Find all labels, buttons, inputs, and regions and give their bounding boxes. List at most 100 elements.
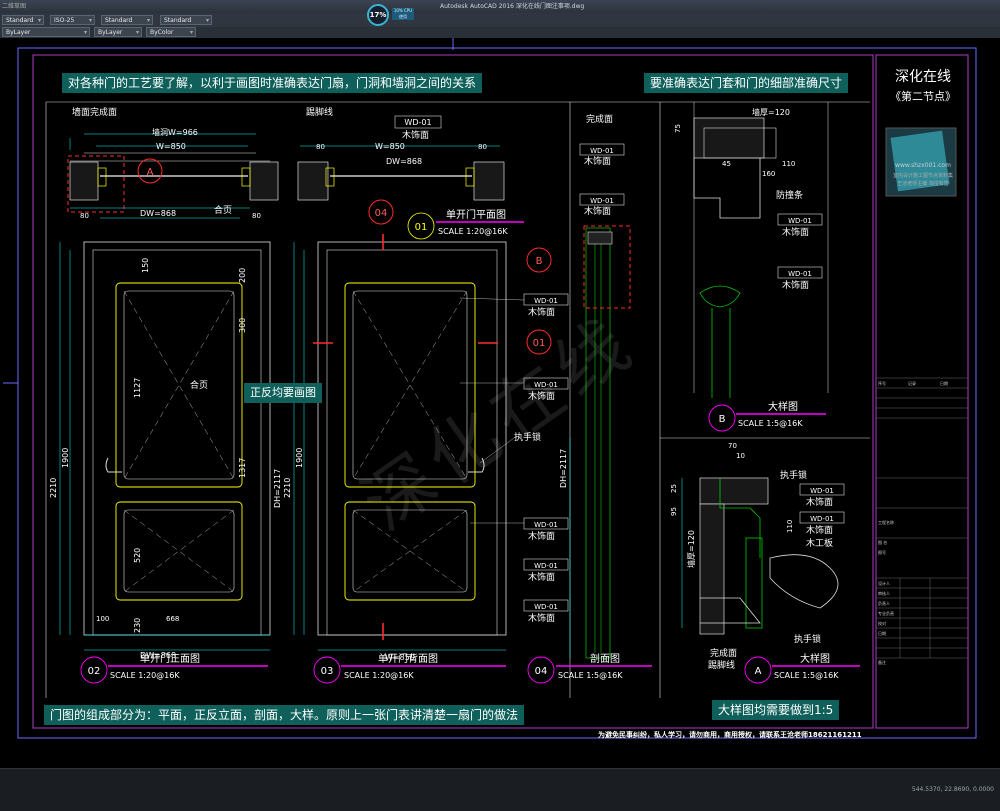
- svg-text:A: A: [147, 167, 154, 178]
- detailB-title: 大样图: [768, 400, 798, 413]
- label-handle-detail: 执手锁: [780, 469, 807, 481]
- svg-text:25: 25: [670, 484, 678, 493]
- plan-number: 01: [415, 222, 428, 233]
- svg-text:记录: 记录: [908, 380, 916, 386]
- plan-title: 单开门平面图: [446, 208, 506, 221]
- svg-text:WD-01: WD-01: [810, 515, 834, 523]
- svg-text:WD-01: WD-01: [534, 603, 558, 611]
- svg-text:160: 160: [762, 170, 775, 178]
- section-title: 剖面图: [590, 652, 620, 665]
- title-block: 序号 记录 日期 工程名称 图 名 图号 设计人 审核人 负责人 专业负责 校对…: [876, 127, 968, 665]
- linetype-select[interactable]: ByLayer: [94, 27, 142, 38]
- annotation-bottom-right: 大样图均需要做到1:5: [712, 700, 840, 720]
- label-wood-board: 木工板: [806, 537, 833, 549]
- svg-text:木饰面: 木饰面: [528, 612, 555, 624]
- detail-b: [693, 102, 829, 398]
- annotation-both-sides: 正反均要画图: [244, 383, 322, 403]
- svg-text:图号: 图号: [878, 549, 886, 555]
- properties-toolbar: ByLayer ByLayer ByColor: [0, 27, 1000, 38]
- svg-text:2210: 2210: [49, 478, 58, 498]
- cpu-gauge: 17%: [367, 4, 389, 26]
- detailB-number: B: [719, 414, 726, 425]
- label-w850: W=850: [156, 142, 186, 151]
- svg-text:1900: 1900: [61, 448, 70, 468]
- dim-style-select[interactable]: ISO-25: [50, 15, 95, 26]
- annotation-top-left: 对各种门的工艺要了解，以利于画图时准确表达门扇，门洞和墙洞之间的关系: [62, 73, 483, 93]
- label-finish-face: 完成面: [586, 113, 613, 125]
- annotation-bottom-left: 门图的组成部分为：平面，正反立面，剖面，大样。原则上一张门表讲清楚一扇门的做法: [44, 705, 525, 725]
- cpu-info: 10% CPU使用: [392, 8, 414, 20]
- workspace-label[interactable]: 二维草图: [2, 3, 27, 10]
- svg-text:1127: 1127: [133, 378, 142, 398]
- svg-text:1317: 1317: [238, 458, 247, 478]
- sheet-frame-inner: [32, 54, 874, 729]
- copyright-notice: 为避免民事纠纷，私人学习，请勿商用，商用授权，请联系王沧老师1862116121…: [598, 731, 862, 739]
- svg-text:WD-01: WD-01: [404, 118, 431, 127]
- cad-drawing: A 墙面完成面 踢脚线 墙洞W=966 W=850 W=850 DW=868 D…: [3, 38, 977, 739]
- back-scale: SCALE 1:20@16K: [344, 671, 414, 680]
- svg-text:80: 80: [478, 143, 487, 151]
- svg-text:木饰面: 木饰面: [528, 306, 555, 318]
- svg-text:木饰面: 木饰面: [782, 279, 809, 291]
- brand-subtitle: 《第二节点》: [890, 90, 956, 103]
- svg-text:WD-01: WD-01: [534, 521, 558, 529]
- brand-name: 深化在线: [895, 69, 951, 85]
- label-wall-thk-a: 墙厚=120: [686, 530, 696, 568]
- label-dw868-front: DW=868: [140, 651, 176, 660]
- label-dw868-plan2: DW=868: [386, 157, 422, 166]
- svg-text:WD-01: WD-01: [590, 197, 614, 205]
- svg-text:WD-01: WD-01: [534, 297, 558, 305]
- svg-text:75: 75: [674, 124, 682, 133]
- svg-text:45: 45: [722, 160, 731, 168]
- brand-line2: 王沧老师主编 淘宝有售: [897, 181, 949, 187]
- lineweight-select[interactable]: ByColor: [146, 27, 196, 38]
- svg-text:668: 668: [166, 615, 179, 623]
- plan-view: A: [67, 133, 505, 219]
- window-title: Autodesk AutoCAD 2016 深化在线门图注事项.dwg: [440, 3, 585, 10]
- drawing-canvas[interactable]: A 墙面完成面 踢脚线 墙洞W=966 W=850 W=850 DW=868 D…: [0, 38, 1000, 768]
- detail-a: [681, 477, 839, 635]
- svg-text:230: 230: [133, 618, 142, 633]
- label-handle-detail2: 执手锁: [794, 633, 821, 645]
- svg-text:备注: 备注: [878, 659, 886, 665]
- svg-text:日期: 日期: [878, 630, 886, 636]
- section-number: 04: [535, 666, 548, 677]
- back-number: 03: [321, 666, 334, 677]
- label-finish-face-a: 完成面: [710, 647, 737, 659]
- label-wall-opening: 墙洞W=966: [152, 127, 198, 137]
- annotation-top-right: 要准确表达门套和门的细部准确尺寸: [644, 73, 849, 93]
- svg-text:DH=2117: DH=2117: [273, 469, 282, 508]
- detailA-number: A: [755, 666, 762, 677]
- sheet-frame-outer: [17, 47, 977, 739]
- label-w850-plan2: W=850: [375, 142, 405, 151]
- label-handle-back: 执手锁: [514, 431, 541, 443]
- svg-text:WD-01: WD-01: [534, 562, 558, 570]
- svg-text:木饰面: 木饰面: [528, 530, 555, 542]
- label-skirting-a: 踢脚线: [708, 659, 735, 671]
- svg-text:100: 100: [96, 615, 109, 623]
- svg-text:木饰面: 木饰面: [806, 524, 833, 536]
- table-style-select[interactable]: Standard: [101, 15, 153, 26]
- svg-text:110: 110: [782, 160, 795, 168]
- detail-b-callout-box: [583, 225, 631, 309]
- svg-text:工程名称: 工程名称: [878, 519, 894, 525]
- mleader-style-select[interactable]: Standard: [160, 15, 212, 26]
- svg-text:图 名: 图 名: [878, 539, 887, 545]
- coordinate-readout: 544.5370, 22.8690, 0.0000: [911, 786, 994, 793]
- section-view: [569, 225, 631, 659]
- text-style-select[interactable]: Standard: [2, 15, 44, 26]
- front-scale: SCALE 1:20@16K: [110, 671, 180, 680]
- svg-text:日期: 日期: [940, 380, 948, 386]
- label-wall-finish: 墙面完成面: [72, 106, 117, 118]
- svg-text:04: 04: [375, 208, 388, 219]
- label-hinge-front: 合页: [190, 379, 208, 391]
- titleblock-frame: [875, 54, 969, 729]
- style-toolbar: Standard ISO-25 Standard Standard: [0, 13, 1000, 28]
- svg-text:80: 80: [252, 212, 261, 220]
- svg-text:序号: 序号: [878, 380, 886, 386]
- label-w850-back: W=850: [385, 653, 415, 662]
- svg-text:木饰面: 木饰面: [584, 205, 611, 217]
- color-select[interactable]: ByLayer: [2, 27, 90, 38]
- front-elevation: [59, 241, 271, 651]
- back-elevation: [293, 234, 507, 651]
